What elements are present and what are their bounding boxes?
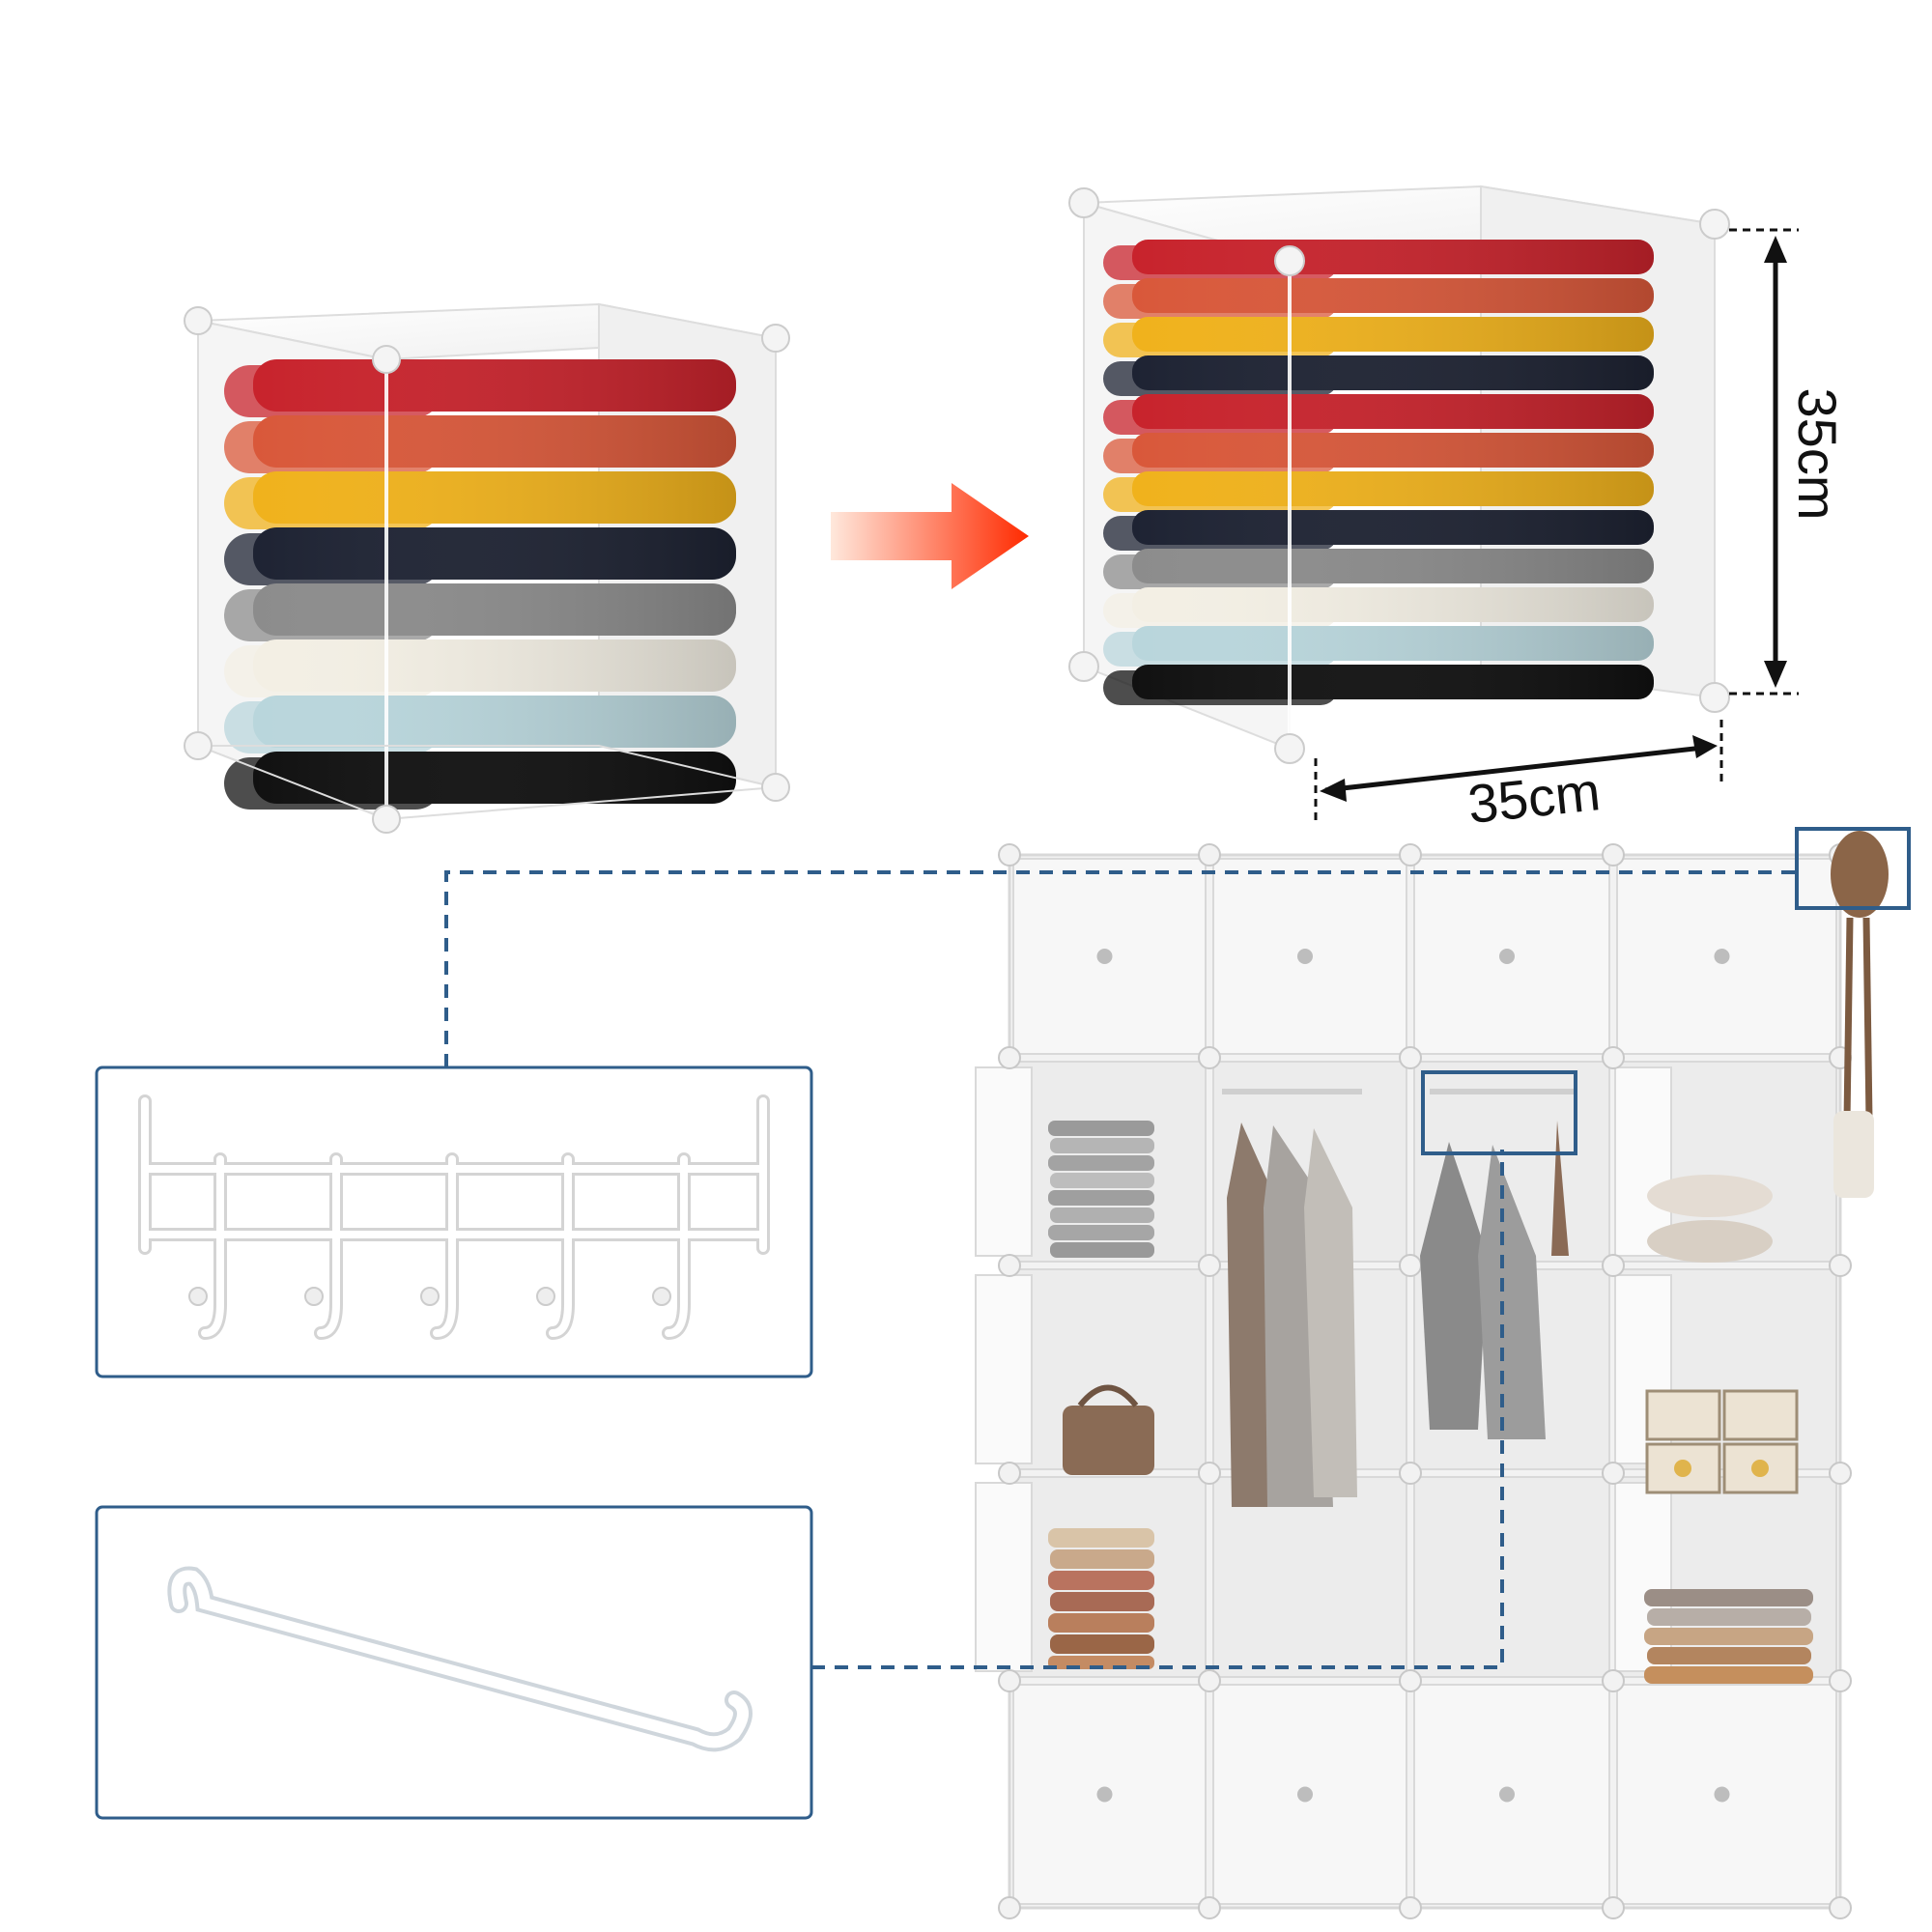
cube-connector: [998, 1896, 1021, 1919]
garment-shade: [253, 583, 736, 636]
hanging-rod-icon: [167, 1566, 753, 1752]
cube-connector: [1198, 1254, 1221, 1277]
door-knob: [1096, 949, 1113, 964]
closed-cube-door: [1616, 858, 1837, 1055]
cube-connector: [1602, 1254, 1625, 1277]
open-cube-door: [975, 1066, 1033, 1257]
hat-and-bag: [1831, 831, 1889, 1198]
cube-connector: [1399, 1046, 1422, 1069]
handbag: [1063, 1384, 1154, 1475]
cube-connector: [1399, 1896, 1422, 1919]
closed-cube-door: [1413, 858, 1610, 1055]
cube-connector: [1198, 1462, 1221, 1485]
door-knob: [1297, 1786, 1313, 1803]
small-storage-cube: [184, 302, 790, 834]
garment-shade: [253, 527, 736, 580]
garment-shade: [253, 696, 736, 748]
cube-connector: [998, 1046, 1021, 1069]
cube-connector: [1198, 1896, 1221, 1919]
garment-shade: [1132, 394, 1654, 429]
over-door-hook-icon: [138, 1094, 770, 1340]
door-knob: [1714, 1786, 1730, 1803]
folded-shirts-top-left: [1048, 1121, 1154, 1258]
garment-shade: [1132, 317, 1654, 352]
garment-shade: [1132, 278, 1654, 313]
height-label: 35cm: [1787, 388, 1848, 521]
hanging-rod-callout: [95, 1505, 813, 1820]
garment-shade: [1132, 626, 1654, 661]
open-cube-interior: [1212, 1476, 1407, 1678]
cube-wardrobe: [975, 831, 1889, 1919]
cube-connector: [1602, 1896, 1625, 1919]
cube-connector: [1829, 1462, 1852, 1485]
hanging-rod-left: [1222, 1089, 1362, 1507]
right-arrow-icon: [831, 483, 1029, 589]
garment-shade: [1132, 665, 1654, 699]
cube-connector: [1399, 1254, 1422, 1277]
cube-connector: [1829, 1896, 1852, 1919]
garment-shade: [253, 752, 736, 804]
hook-rack-callout: [95, 1065, 813, 1378]
cube-connector: [1399, 1669, 1422, 1692]
cube-connector: [1399, 843, 1422, 867]
large-clothes-stack: [1103, 240, 1654, 705]
large-cube-connectors: [1068, 187, 1730, 764]
cube-connector: [1602, 1046, 1625, 1069]
cube-connector: [1602, 843, 1625, 867]
door-knob: [1297, 949, 1313, 964]
large-storage-cube: [1068, 185, 1730, 764]
cube-connector: [998, 1669, 1021, 1692]
pillows: [1647, 1175, 1773, 1263]
cube-connector: [998, 843, 1021, 867]
width-dimension: 35cm: [1314, 720, 1723, 835]
door-knob: [1714, 949, 1730, 964]
garment-shade: [1132, 510, 1654, 545]
storage-boxes: [1645, 1389, 1799, 1494]
garment-shade: [253, 471, 736, 524]
garment-shade: [1132, 587, 1654, 622]
cube-connector: [1399, 1462, 1422, 1485]
height-dimension: 35cm: [1729, 228, 1848, 696]
garment-shade: [253, 359, 736, 412]
cube-connector: [1198, 1046, 1221, 1069]
cube-connector: [998, 1254, 1021, 1277]
cube-connector: [998, 1462, 1021, 1485]
garment-shade: [1132, 240, 1654, 274]
garment-shade: [253, 639, 736, 692]
callout-lines: [444, 827, 1911, 1669]
small-clothes-stack: [224, 359, 736, 810]
garment-shade: [1132, 433, 1654, 468]
cube-connector: [1198, 843, 1221, 867]
cube-connector: [1602, 1669, 1625, 1692]
width-label: 35cm: [1465, 760, 1604, 835]
small-cube-connectors: [184, 306, 790, 834]
folded-shirts-bottom-left: [1048, 1528, 1154, 1669]
door-knob: [1096, 1786, 1113, 1803]
garment-shade: [1132, 355, 1654, 390]
wardrobe-cells: [975, 843, 1852, 1919]
garment-shade: [253, 415, 736, 468]
cube-connector: [1829, 1254, 1852, 1277]
garment-shade: [1132, 549, 1654, 583]
door-knob: [1499, 949, 1515, 964]
open-cube-door: [975, 1482, 1033, 1672]
open-cube-interior: [1413, 1476, 1610, 1678]
door-knob: [1499, 1786, 1515, 1803]
cube-connector: [1829, 1669, 1852, 1692]
open-cube-door: [1614, 1066, 1672, 1257]
cube-connector: [1198, 1669, 1221, 1692]
garment-shade: [1132, 471, 1654, 506]
open-cube-door: [975, 1274, 1033, 1464]
hanging-rod-right: [1420, 1089, 1575, 1439]
cube-connector: [1602, 1462, 1625, 1485]
folded-shirts-bottom-right: [1644, 1589, 1813, 1684]
